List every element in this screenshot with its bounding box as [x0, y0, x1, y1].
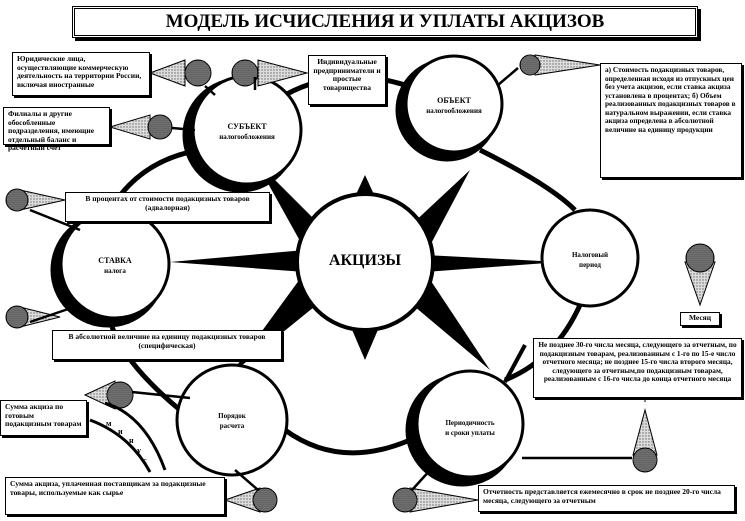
- box-branches: Филиалы и другие обособленные подразделе…: [3, 107, 110, 152]
- box-specific-rate: В абсолютной величине на единицу подакци…: [52, 330, 282, 360]
- minus-letter: и: [118, 427, 123, 436]
- node-subject-title: СУБЪЕКТ: [227, 122, 267, 131]
- box-object-description: а) Стоимость подакцизных товаров, опреде…: [600, 63, 742, 178]
- cone-markers: [5, 54, 716, 513]
- center-label: АКЦИЗЫ: [328, 252, 402, 269]
- node-rate: СТАВКА налога: [75, 256, 155, 276]
- minus-letter: у: [137, 446, 141, 455]
- node-calc-subtitle: расчета: [219, 422, 245, 430]
- node-period: Налоговый период: [550, 250, 630, 270]
- center-circle: [295, 192, 435, 332]
- node-object-title: ОБЪЕКТ: [437, 96, 471, 105]
- box-month: Месяц: [680, 312, 720, 326]
- node-rate-subtitle: налога: [104, 267, 126, 275]
- box-reporting: Отчетность представляется ежемесячно в с…: [478, 485, 735, 512]
- node-period-subtitle: период: [579, 261, 601, 269]
- arrows: [29, 67, 646, 491]
- box-raw-materials: Сумма акциза, уплаченная поставщикам за …: [5, 477, 225, 515]
- box-individuals: Индивидуальные предприниматели и простые…: [308, 55, 386, 105]
- page-title: МОДЕЛЬ ИСЧИСЛЕНИЯ И УПЛАТЫ АКЦИЗОВ: [72, 6, 698, 38]
- box-finished-goods: Сумма акциза по готовым подакцизным това…: [0, 400, 87, 436]
- node-period-title: Налоговый: [571, 251, 609, 259]
- node-payment: Периодичность и сроки уплаты: [425, 418, 515, 438]
- box-payment-deadlines: Не позднее 30-го числа месяца, следующег…: [533, 338, 742, 398]
- minus-letter: м: [106, 419, 112, 428]
- box-legal-entities: Юридические лица, осуществляющие коммерч…: [12, 52, 150, 96]
- node-calc-title: Порядок: [218, 412, 246, 420]
- box-ad-valorem-rate: В процентах от стоимости подакцизных тов…: [65, 192, 270, 222]
- minus-letter: с: [143, 456, 147, 465]
- node-subject: СУБЪЕКТ налогообложения: [207, 122, 287, 142]
- node-object: ОБЪЕКТ налогообложения: [414, 96, 494, 116]
- minus-letter: н: [129, 436, 134, 445]
- node-calc: Порядок расчета: [192, 411, 272, 431]
- node-object-subtitle: налогообложения: [426, 107, 482, 115]
- node-rate-title: СТАВКА: [98, 256, 132, 265]
- node-payment-title: Периодичность: [445, 419, 495, 427]
- node-circles: [50, 54, 640, 487]
- node-subject-subtitle: налогообложения: [219, 133, 275, 141]
- node-payment-subtitle: и сроки уплаты: [445, 429, 495, 437]
